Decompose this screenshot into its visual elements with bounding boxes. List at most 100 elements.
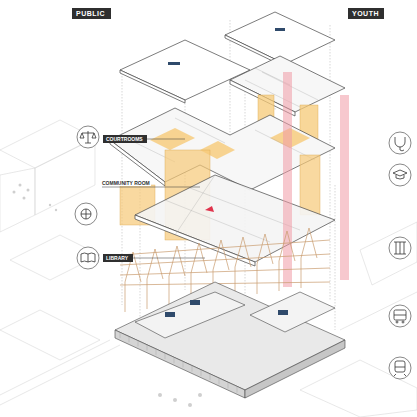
icon-glyphs-part xyxy=(88,254,89,262)
context-buildings-part xyxy=(0,168,35,232)
community-floor-part xyxy=(165,175,300,242)
context-buildings-part xyxy=(360,222,417,285)
community-floor-part xyxy=(135,175,335,262)
trees-part xyxy=(198,393,202,397)
program-icons-part xyxy=(77,247,99,269)
timber-structure-part xyxy=(155,249,163,279)
ground-building-part xyxy=(115,282,345,390)
program-icons-part xyxy=(389,132,411,154)
icon-glyphs xyxy=(80,131,407,376)
icon-glyphs-part xyxy=(395,367,405,368)
timber-structure-part xyxy=(133,252,141,282)
circulation-cores-part xyxy=(283,72,292,287)
circulation-cores-part xyxy=(340,95,349,280)
timber-structure-part xyxy=(301,228,309,258)
category-header: YOUTH xyxy=(348,8,384,19)
timber-structure-part xyxy=(213,240,221,270)
ground-building-part-part xyxy=(174,357,175,363)
timber-structure-part xyxy=(235,237,243,267)
timber-structure-part xyxy=(279,261,280,291)
roof-slabs-part xyxy=(275,28,285,31)
timber-structure-part xyxy=(257,264,258,294)
node-text: PUBLIC xyxy=(76,10,107,17)
program-tag: COURTROOMS xyxy=(103,135,147,143)
timber-structure-part xyxy=(309,228,317,258)
icon-glyphs-part xyxy=(85,143,91,144)
icon-glyphs-part xyxy=(394,374,406,376)
trees-part xyxy=(49,204,51,206)
icon-glyphs-part xyxy=(402,321,404,323)
trees-part xyxy=(188,403,192,407)
ground-building-part-part xyxy=(129,336,130,342)
ground-building-part-part xyxy=(192,366,193,372)
icon-glyphs-part xyxy=(394,242,406,254)
program-icons-part xyxy=(77,126,99,148)
community-floor-part xyxy=(205,206,214,212)
icon-glyphs-part xyxy=(82,133,94,134)
node-text: YOUTH xyxy=(352,10,380,17)
roof-slabs-part xyxy=(168,62,180,65)
program-icons-part xyxy=(389,237,411,259)
node-text: LIBRARY xyxy=(106,255,130,261)
community-floor-part-part xyxy=(165,200,270,242)
ground-building-part xyxy=(135,292,245,338)
program-tag: LIBRARY xyxy=(103,254,133,262)
timber-structure-part xyxy=(169,246,177,276)
ground-building-part-part xyxy=(147,345,148,351)
ground-building-part-part xyxy=(201,370,202,376)
icon-glyphs-part xyxy=(393,170,407,179)
ground-building-part-part xyxy=(210,374,211,380)
ground-building-part xyxy=(245,340,345,398)
icon-glyphs-part xyxy=(394,310,406,320)
context-buildings-part xyxy=(0,345,120,405)
ground-building-part-part xyxy=(219,378,220,384)
program-icons-part xyxy=(75,203,97,225)
timber-structure-part xyxy=(257,234,265,264)
community-floor-part-part xyxy=(175,175,215,235)
trees-part xyxy=(158,393,162,397)
timber-structure-part xyxy=(120,282,330,285)
context-buildings xyxy=(0,120,417,417)
program-icons-part xyxy=(389,357,411,379)
program-icons xyxy=(75,126,411,379)
leader-lines-part xyxy=(102,187,200,188)
timber-structure-part xyxy=(120,268,330,275)
icon-glyphs-part xyxy=(80,133,96,138)
category-header: PUBLIC xyxy=(72,8,111,19)
ground-building-part xyxy=(115,330,245,398)
trees-part xyxy=(23,197,26,200)
icon-glyphs-part xyxy=(395,361,405,372)
youth-upper-floor-part xyxy=(245,68,318,107)
program-volumes-middle-part xyxy=(300,155,320,215)
roof-slabs-part xyxy=(120,70,185,103)
timber-structure-part xyxy=(301,258,302,288)
icon-glyphs-part xyxy=(394,315,406,316)
timber-structure-part xyxy=(243,237,251,267)
ground-building-part-part xyxy=(228,382,229,388)
ground-building-part-part xyxy=(120,332,121,338)
icon-glyphs-part xyxy=(86,209,87,219)
community-floor xyxy=(135,175,335,266)
trees-part xyxy=(27,189,30,192)
trees-part xyxy=(173,398,177,402)
ground-building-part xyxy=(165,312,175,317)
icon-glyphs-part xyxy=(81,253,95,262)
trees-part xyxy=(19,184,22,187)
timber-structure-part xyxy=(125,282,126,312)
leader-lines xyxy=(102,139,205,258)
ground-building-part xyxy=(120,332,237,393)
icon-glyphs-part xyxy=(395,137,405,151)
context-buildings-part xyxy=(340,292,417,330)
program-icons-part xyxy=(389,305,411,327)
ground-building-part-part xyxy=(165,353,166,359)
timber-structure-part xyxy=(265,234,273,264)
ground-building-part-part xyxy=(138,340,139,346)
program-icons-part xyxy=(389,164,411,186)
ground-building-part-part xyxy=(237,387,238,393)
node-text: COURTROOMS xyxy=(106,136,144,142)
timber-structure-part xyxy=(147,249,155,279)
ground-building-part-part xyxy=(156,349,157,355)
leader-lines-part xyxy=(142,139,185,140)
